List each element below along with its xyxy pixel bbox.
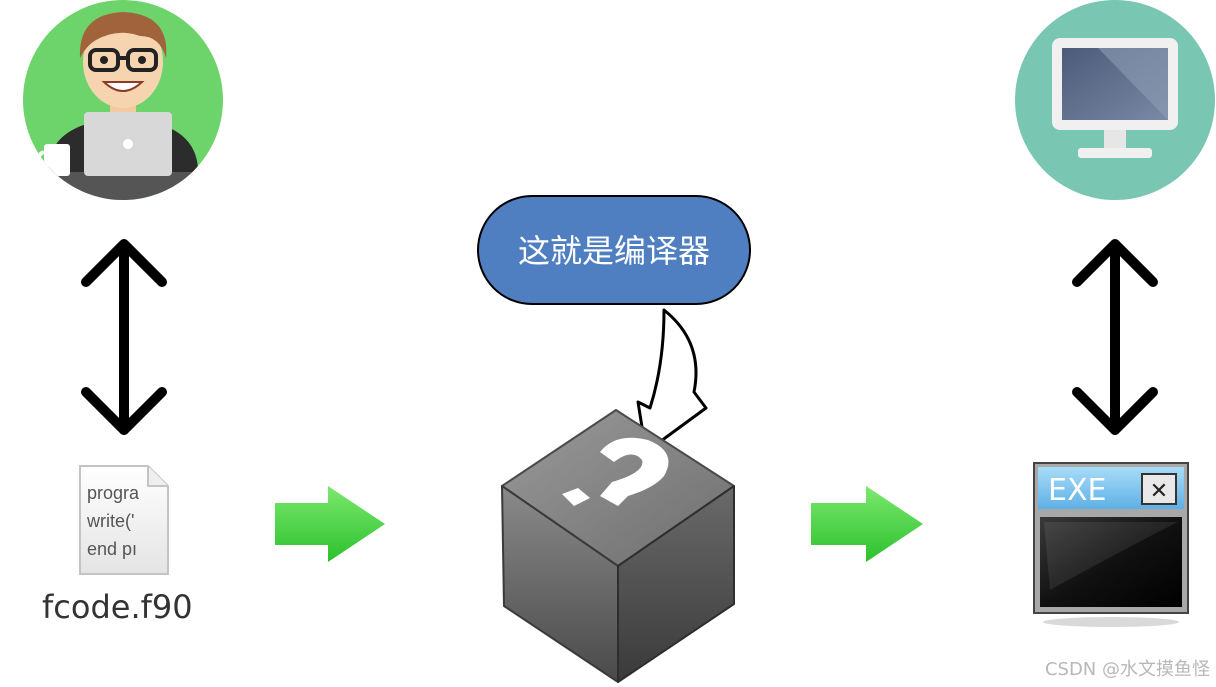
exe-close-glyph: ✕	[1150, 479, 1168, 504]
mystery-box-icon	[501, 409, 735, 683]
bubble-text: 这就是编译器	[518, 232, 710, 270]
code-line-2: write('	[86, 511, 134, 531]
compiler-label-bubble: 这就是编译器	[477, 195, 751, 305]
watermark: CSDN @水文摸鱼怪	[1044, 659, 1210, 680]
source-file-name: fcode.f90	[42, 588, 193, 626]
exe-window-icon: EXE ✕	[1033, 462, 1189, 627]
right-double-arrow	[1072, 239, 1158, 435]
computer-monitor-icon	[1015, 0, 1215, 200]
exe-title: EXE	[1048, 473, 1106, 508]
left-double-arrow	[81, 239, 167, 435]
flow-arrow-right	[811, 486, 923, 562]
source-file-icon: progra write(' end pı	[79, 465, 169, 575]
code-line-1: progra	[87, 483, 140, 503]
programmer-avatar-icon	[23, 0, 223, 200]
flow-arrow-left	[275, 486, 385, 562]
code-line-3: end pı	[87, 539, 137, 559]
